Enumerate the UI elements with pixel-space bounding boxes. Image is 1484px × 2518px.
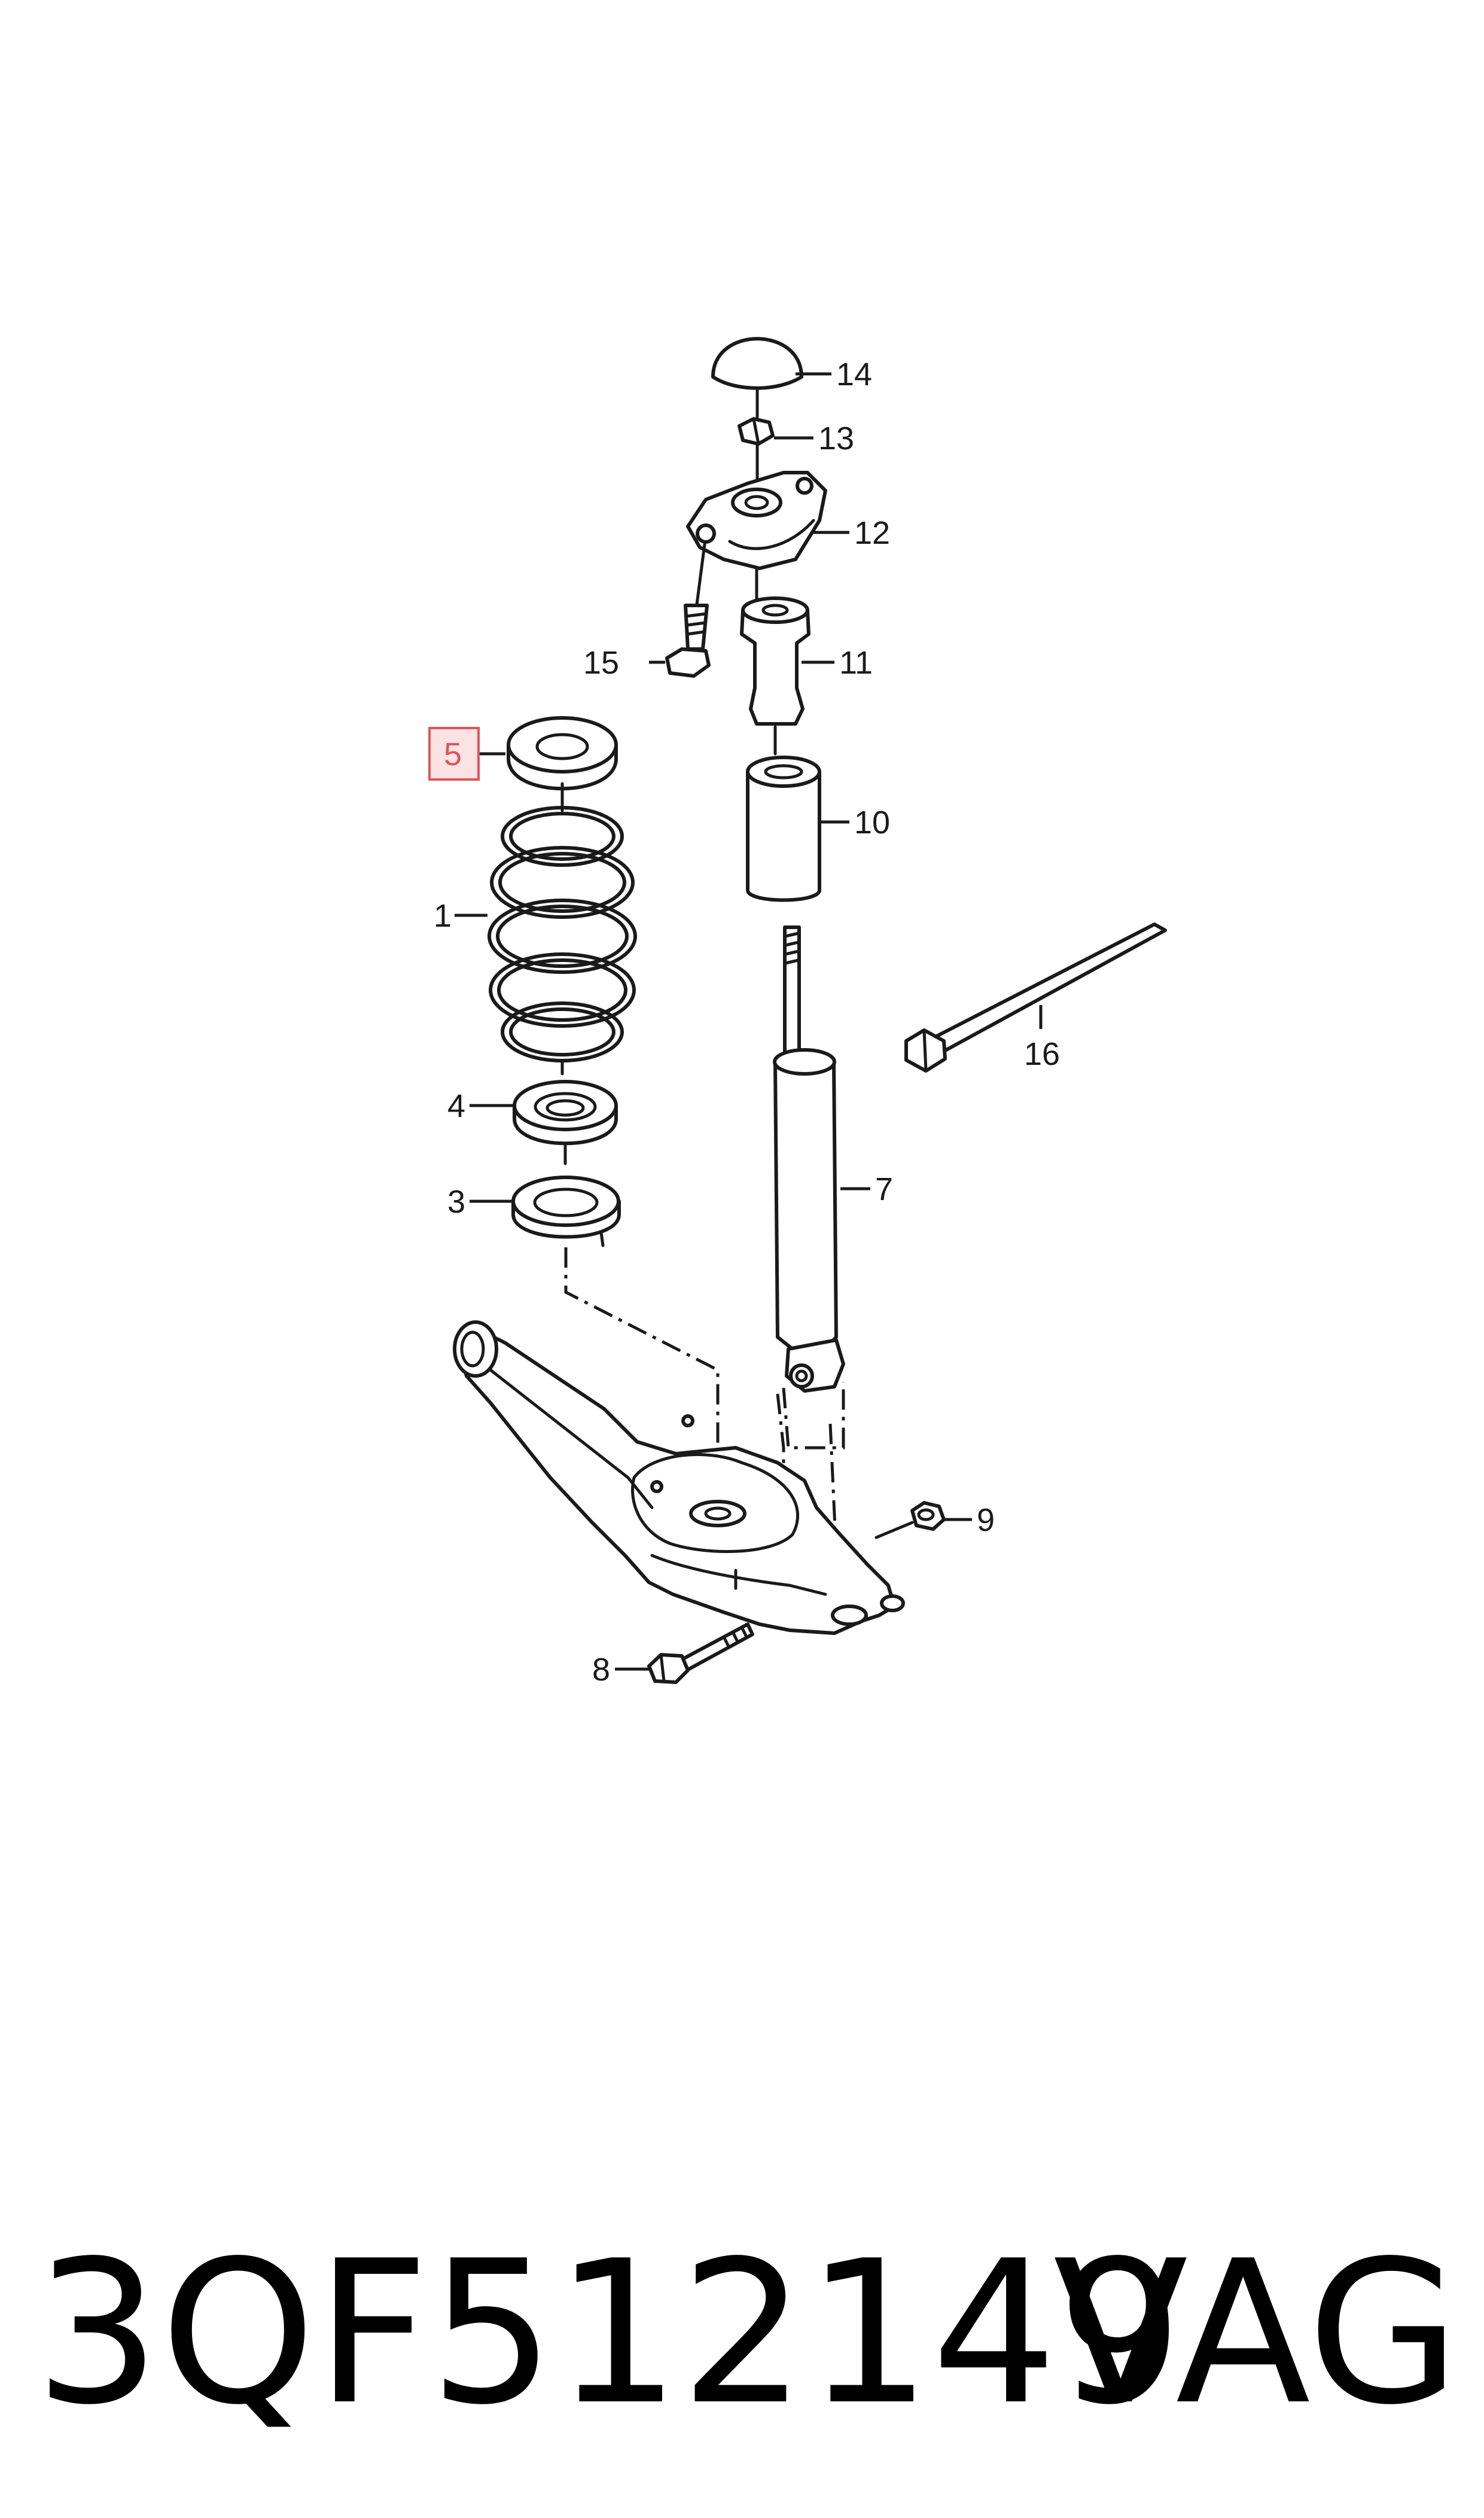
part-12-strut-mount (686, 471, 827, 570)
callout-10: 10 (854, 805, 890, 841)
callout-4: 4 (447, 1088, 465, 1124)
callout-15: 15 (583, 645, 619, 681)
callout-3: 3 (447, 1184, 465, 1220)
callout-13: 13 (818, 421, 854, 456)
part-04-spring-seat (513, 1080, 618, 1146)
footer: 3QF512149 VAG (0, 2208, 1484, 2459)
part-08-bolt (647, 1622, 754, 1684)
part-05-spring-pad (507, 716, 618, 791)
callout-14: 14 (836, 357, 872, 392)
highlight-box (428, 727, 480, 781)
part-10-protective-tube (746, 756, 821, 902)
callout-5: 5 (444, 736, 462, 772)
part-13-nut (738, 417, 775, 446)
part-09-nut (910, 1501, 946, 1531)
part-number: 3QF512149 (35, 2218, 1183, 2448)
callout-12: 12 (854, 515, 890, 551)
part-03-spring-seat (511, 1176, 621, 1247)
brand-name: VAG (1053, 2218, 1460, 2448)
callout-9: 9 (977, 1502, 995, 1538)
part-15-bolt (665, 604, 711, 678)
part-16-cable-tie (904, 922, 1167, 1073)
lower-control-arm (453, 1320, 905, 1635)
callout-7: 7 (875, 1171, 893, 1207)
part-07-shock-absorber (773, 925, 845, 1393)
callout-11: 11 (839, 645, 873, 681)
part-11-bump-stop (740, 596, 810, 726)
callout-8: 8 (592, 1652, 610, 1688)
callout-16: 16 (1024, 1036, 1060, 1072)
part-01-coil-spring (487, 806, 637, 1062)
part-14-dust-cap (711, 337, 803, 390)
callout-1: 1 (434, 898, 452, 934)
